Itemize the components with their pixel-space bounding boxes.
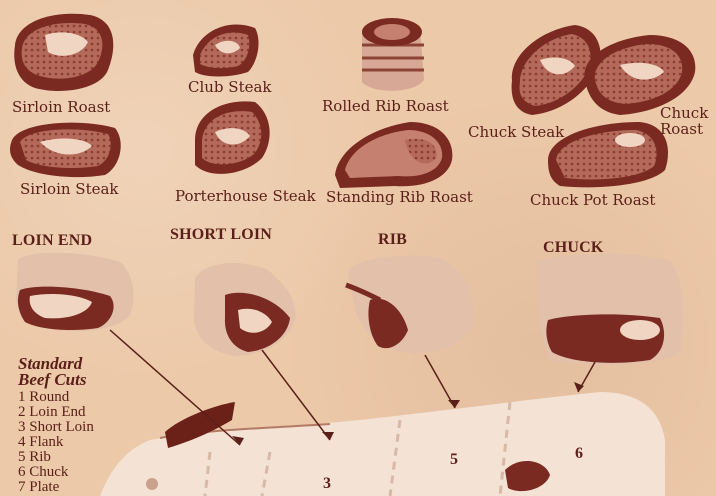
carcass-number-5: 5 xyxy=(450,452,458,468)
label-loin-end: LOIN END xyxy=(12,233,92,249)
label-sirloin-roast: Sirloin Roast xyxy=(12,100,110,115)
loin-end-cut-image xyxy=(16,253,134,332)
sirloin-roast-image xyxy=(14,14,113,91)
label-porterhouse-steak: Porterhouse Steak xyxy=(175,189,316,204)
standard-beef-cuts-legend: Standard Beef Cuts 1 Round 2 Loin End 3 … xyxy=(18,356,143,495)
sirloin-steak-image xyxy=(10,123,121,177)
label-chuck: CHUCK xyxy=(543,240,604,256)
label-chuck-roast-line2: Roast xyxy=(660,122,703,137)
carcass-number-6: 6 xyxy=(575,446,583,462)
carcass-number-3: 3 xyxy=(323,476,331,492)
short-loin-cut-image xyxy=(194,263,295,356)
legend-item: 1 Round xyxy=(18,390,143,405)
label-short-loin: SHORT LOIN xyxy=(170,227,272,243)
label-club-steak: Club Steak xyxy=(188,80,272,95)
legend-item: 4 Flank xyxy=(18,435,143,450)
legend-list: 1 Round 2 Loin End 3 Short Loin 4 Flank … xyxy=(18,390,143,495)
porterhouse-steak-image xyxy=(195,101,270,174)
rib-cut-image xyxy=(346,256,473,353)
chuck-cut-image xyxy=(538,254,684,365)
pointer-arrowhead xyxy=(448,400,460,408)
label-chuck-steak: Chuck Steak xyxy=(468,125,564,140)
legend-title-line2: Beef Cuts xyxy=(18,372,143,388)
label-chuck-roast-line1: Chuck xyxy=(660,106,708,121)
label-rolled-rib-roast: Rolled Rib Roast xyxy=(322,99,449,114)
legend-item: 3 Short Loin xyxy=(18,420,143,435)
standing-rib-roast-image xyxy=(335,122,452,188)
rolled-rib-roast-image xyxy=(362,18,424,91)
label-rib: RIB xyxy=(378,232,407,248)
legend-item: 2 Loin End xyxy=(18,405,143,420)
legend-item: 7 Plate xyxy=(18,480,143,495)
legend-item: 5 Rib xyxy=(18,450,143,465)
label-chuck-pot-roast: Chuck Pot Roast xyxy=(530,193,655,208)
beef-carcass-image xyxy=(100,392,665,496)
chuck-roast-image xyxy=(585,35,696,115)
chuck-pot-roast-image xyxy=(548,122,668,187)
legend-item: 6 Chuck xyxy=(18,465,143,480)
label-sirloin-steak: Sirloin Steak xyxy=(20,182,119,197)
club-steak-image xyxy=(193,24,259,76)
label-standing-rib-roast: Standing Rib Roast xyxy=(326,190,473,205)
